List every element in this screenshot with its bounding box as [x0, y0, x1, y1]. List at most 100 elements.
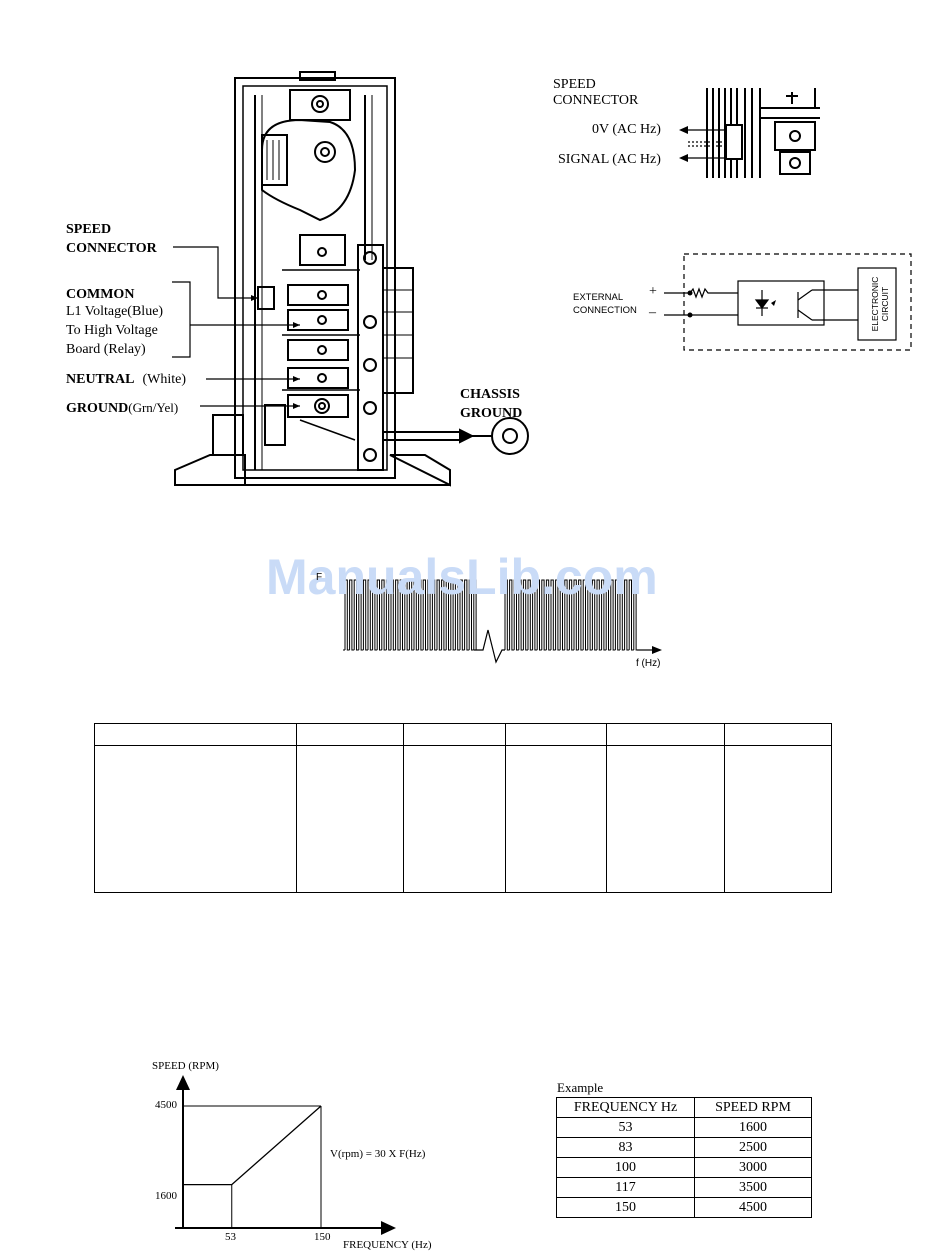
pulse-wave: [578, 579, 584, 651]
speed-formula: V(rpm) = 30 X F(Hz): [330, 1148, 426, 1160]
example-header-frequency: FREQUENCY Hz: [556, 1097, 695, 1118]
table-row: 83 2500: [556, 1137, 812, 1158]
pulse-wave: [367, 579, 373, 651]
pulse-wave: [385, 579, 391, 651]
pulse-wave: [362, 579, 368, 651]
pulse-wave: [619, 579, 625, 651]
spec-table: [94, 723, 833, 893]
pulse-wave: [404, 579, 410, 651]
pulse-wave: [605, 579, 611, 651]
xtick-53: 53: [225, 1231, 236, 1243]
pulse-wave: [518, 579, 524, 651]
pulse-wave: [633, 579, 639, 651]
example-cell: 100: [556, 1157, 695, 1178]
pulse-wave: [541, 579, 547, 651]
board-relay-label: Board (Relay): [66, 342, 146, 357]
pulse-wave: [418, 579, 424, 651]
ytick-1600: 1600: [155, 1190, 177, 1202]
pulse-wave: [610, 579, 616, 651]
external-connection-label: EXTERNAL CONNECTION: [573, 292, 637, 316]
pulse-wave: [601, 579, 607, 651]
pulse-wave: [522, 579, 528, 651]
pulse-wave: [628, 579, 634, 651]
pulse-wave: [468, 579, 474, 651]
motor-drawing: [172, 71, 529, 487]
example-cell: 53: [556, 1117, 695, 1138]
optocoupler-diagram: [664, 253, 912, 351]
pulse-wave: [390, 579, 396, 651]
pulse-wave: [564, 579, 570, 651]
pulse-wave: [441, 579, 447, 651]
neutral-label: NEUTRAL (White): [66, 372, 186, 387]
pulse-wave: [559, 579, 565, 651]
chassis-ground-label: CHASSIS GROUND: [460, 387, 523, 421]
pulse-wave: [504, 579, 510, 651]
connector-detail-drawing: [679, 88, 820, 178]
x-axis-arrow: [381, 1221, 396, 1235]
minus-sign: –: [649, 305, 656, 320]
spec-cell: [295, 745, 405, 893]
pulse-wave: [591, 579, 597, 651]
pulse-wave: [395, 579, 401, 651]
spec-cell: [723, 745, 833, 893]
pulse-wave: [555, 579, 561, 651]
example-cell: 150: [556, 1197, 695, 1218]
example-cell: 4500: [694, 1197, 812, 1218]
pulse-ylabel: F: [316, 572, 323, 583]
pulse-wave: [450, 579, 456, 651]
to-high-voltage-label: To High Voltage: [66, 323, 158, 338]
y-axis-arrow: [176, 1075, 190, 1090]
example-cell: 3000: [694, 1157, 812, 1178]
pulse-wave: [582, 579, 588, 651]
pulse-wave: [509, 579, 515, 651]
spec-cell: [504, 745, 608, 893]
pulse-wave: [445, 579, 451, 651]
table-row: 117 3500: [556, 1177, 812, 1198]
pulse-wave: [436, 579, 442, 651]
pulse-wave: [431, 579, 437, 651]
common-label: COMMON: [66, 287, 135, 302]
table-row: 150 4500: [556, 1197, 812, 1218]
ytick-4500: 4500: [155, 1099, 177, 1111]
pulse-wave: [573, 579, 579, 651]
pulse-wave: [527, 579, 533, 651]
pulse-wave: [614, 579, 620, 651]
example-caption: Example: [557, 1080, 604, 1095]
spec-cell: [606, 745, 725, 893]
pulse-wave: [459, 579, 465, 651]
pulse-wave: [344, 579, 350, 651]
example-cell: 83: [556, 1137, 695, 1158]
speed-xlabel: FREQUENCY (Hz): [343, 1239, 432, 1251]
speed-series-line: [183, 1105, 322, 1186]
example-header-speed: SPEED RPM: [694, 1097, 812, 1118]
pulse-xlabel: f (Hz): [636, 658, 661, 669]
speed-ylabel: SPEED (RPM): [152, 1060, 219, 1072]
pulse-wave: [358, 579, 364, 651]
l1-voltage-label: L1 Voltage(Blue): [66, 304, 164, 319]
xtick-150: 150: [314, 1231, 331, 1243]
example-cell: 2500: [694, 1137, 812, 1158]
example-table: FREQUENCY Hz SPEED RPM 53 1600 83 2500 1…: [556, 1097, 812, 1218]
pulse-wave: [422, 579, 428, 651]
pulse-wave: [513, 579, 519, 651]
pulse-wave: [372, 579, 378, 651]
pulse-wave: [376, 579, 382, 651]
example-cell: 117: [556, 1177, 695, 1198]
pulse-wave: [568, 579, 574, 651]
pulse-wave: [596, 579, 602, 651]
pulse-wave: [536, 579, 542, 651]
pulse-wave: [550, 579, 556, 651]
pulse-wave: [532, 579, 538, 651]
pulse-wave: [464, 579, 470, 651]
table-row: 100 3000: [556, 1157, 812, 1178]
pulse-x-arrow: [652, 646, 662, 654]
connector-detail-title: SPEED CONNECTOR: [553, 77, 639, 108]
watermark: ManualsLib.com: [266, 549, 658, 605]
example-cell: 3500: [694, 1177, 812, 1198]
ov-label: 0V (AC Hz): [592, 122, 661, 137]
table-row: 53 1600: [556, 1117, 812, 1138]
speed-connector-label: SPEED CONNECTOR: [66, 222, 157, 256]
pulse-wave: [413, 579, 419, 651]
plus-sign: +: [649, 284, 657, 299]
pulse-break: [474, 629, 505, 664]
